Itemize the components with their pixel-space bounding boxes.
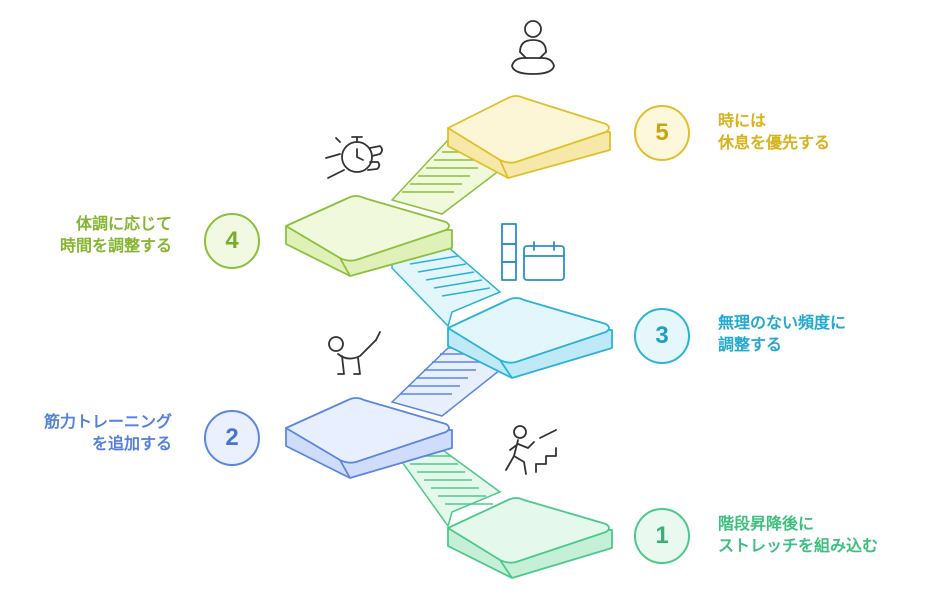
stopwatch-hand-icon [325,136,383,179]
step-badge-1: 1 [634,508,690,564]
person-exercising-icon [328,331,381,375]
step-label-2-line1: 筋力トレーニング [43,412,172,431]
step-label-3-line2: 調整する [718,335,783,354]
platform-1 [447,497,613,579]
step-badge-2: 2 [204,410,260,466]
calendar-schedule-icon [501,223,565,281]
step-badge-3: 3 [634,308,690,364]
step-label-4-line1: 体調に応じて [75,214,172,233]
step-badge-4: 4 [204,213,260,269]
step-label-5-line1: 時には [718,111,767,130]
platform-5 [447,95,611,179]
meditating-person-icon [511,20,555,75]
step-label-5: 時には 休息を優先する [718,110,830,154]
step-label-1-line2: ストレッチを組み込む [718,536,879,555]
step-badge-5: 5 [634,105,690,161]
step-label-3-line1: 無理のない頻度に [718,313,847,332]
step-label-2: 筋力トレーニング を追加する [44,411,172,455]
step-label-4-line2: 時間を調整する [59,236,172,255]
platform-2 [285,397,453,479]
step-label-4: 体調に応じて 時間を調整する [60,213,172,257]
step-label-2-line2: を追加する [91,434,172,453]
step-label-3: 無理のない頻度に 調整する [718,312,846,356]
platform-3 [447,297,613,379]
platform-4 [285,195,453,277]
step-label-1-line1: 階段昇降後に [718,514,815,533]
person-climbing-stairs-icon [505,425,557,475]
step-label-5-line2: 休息を優先する [718,133,831,152]
step-label-1: 階段昇降後に ストレッチを組み込む [718,513,878,557]
